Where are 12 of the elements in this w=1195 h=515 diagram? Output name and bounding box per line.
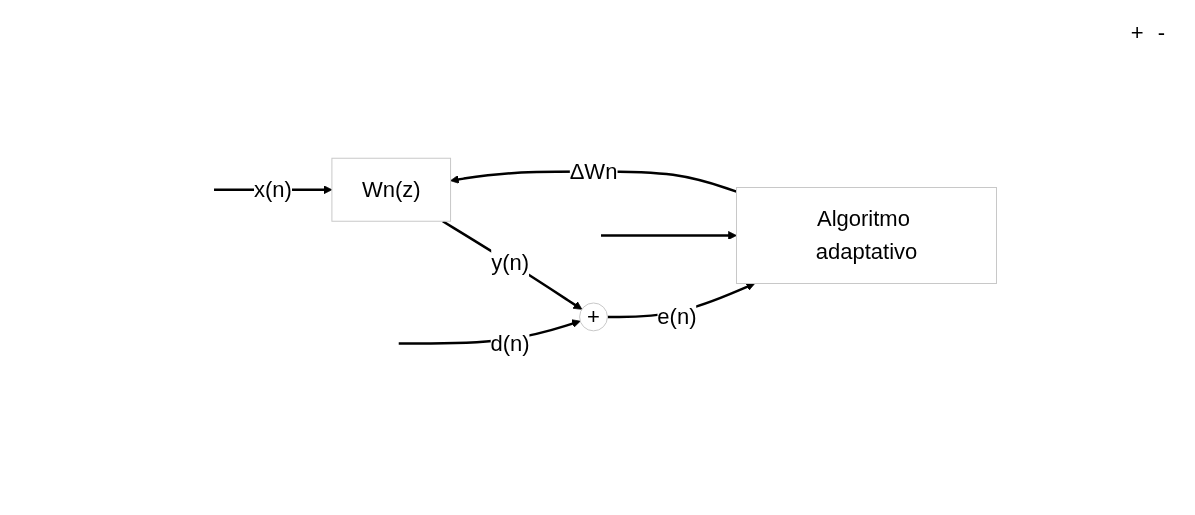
sign-label: - (1157, 20, 1165, 46)
node-circle: + (578, 302, 608, 332)
edge-label: ΔWn (569, 159, 618, 185)
sign-label: + (1130, 20, 1144, 46)
node-box: Wn(z) (331, 157, 451, 222)
arrow (441, 220, 582, 310)
edge-label: x(n) (253, 177, 292, 203)
edge-label: e(n) (657, 304, 697, 330)
edge-label: d(n) (490, 330, 530, 356)
arrow (600, 231, 737, 240)
node-box: Algoritmo adaptativo (735, 187, 997, 285)
edge-label: y(n) (490, 249, 529, 275)
